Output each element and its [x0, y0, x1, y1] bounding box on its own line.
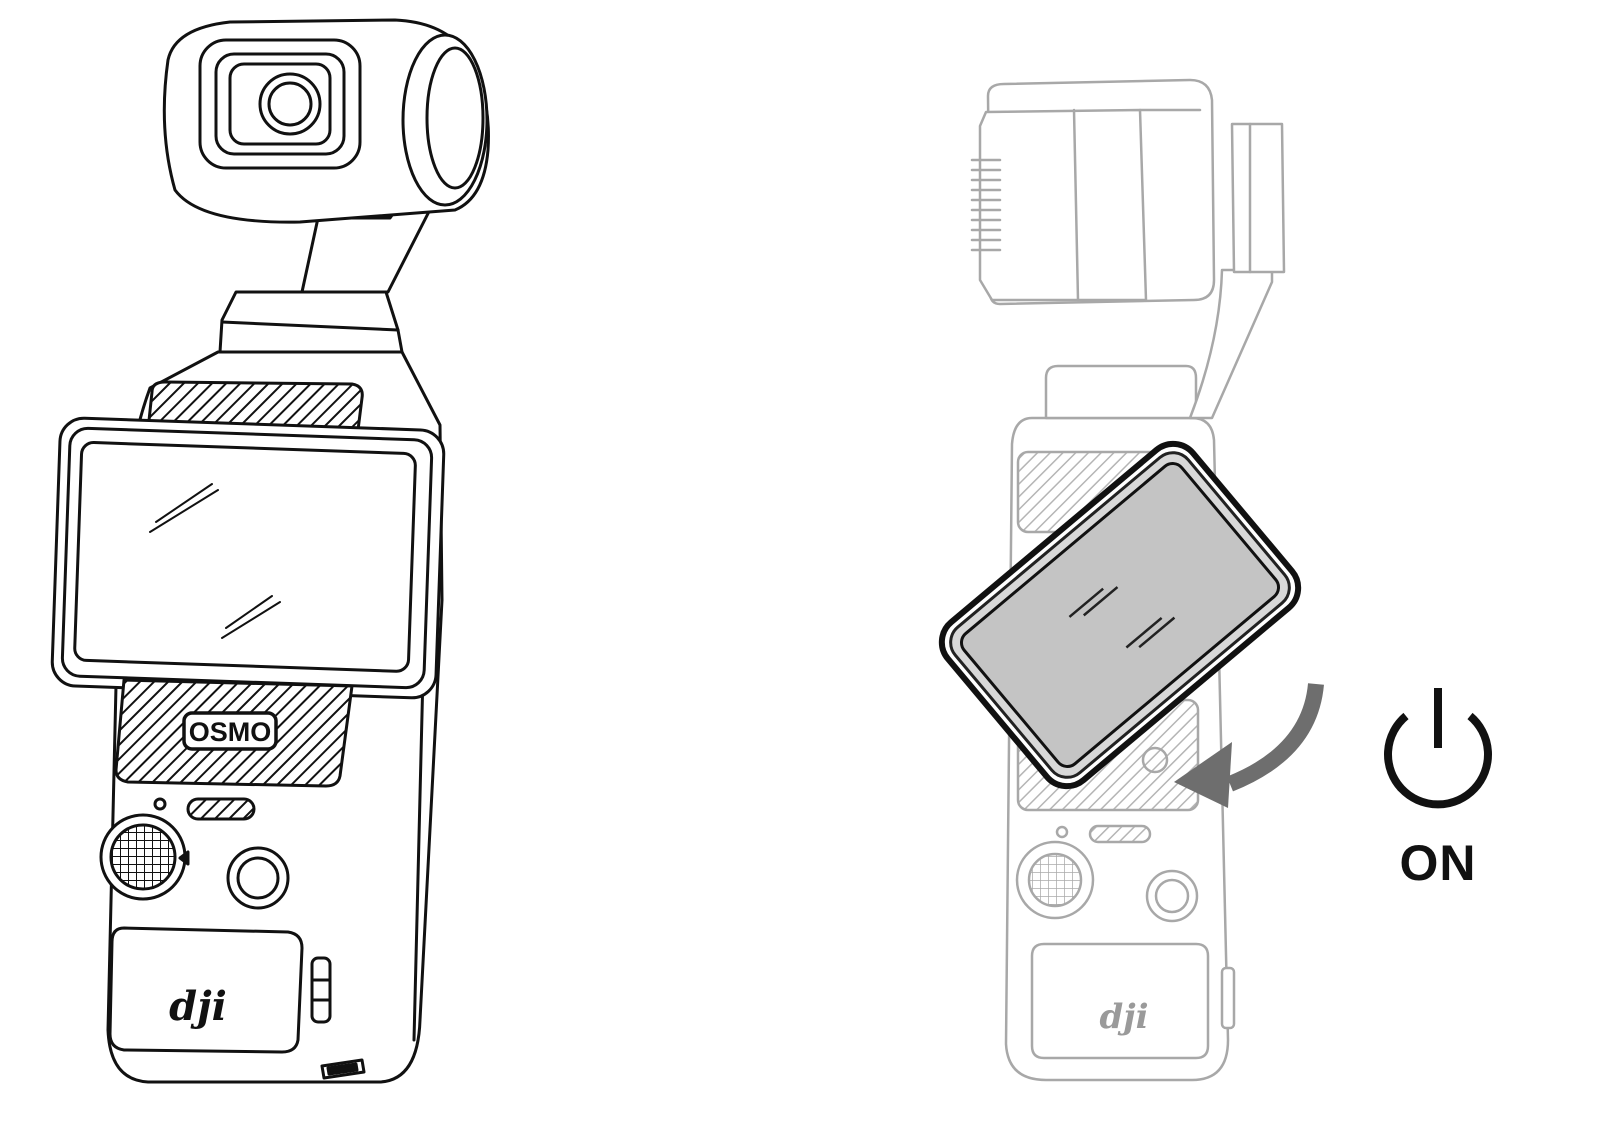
gimbal-head-front [978, 108, 1148, 302]
neck-base [1044, 364, 1198, 420]
status-led-icon [153, 797, 167, 811]
glare-line [225, 595, 273, 629]
dji-logo: dji [1100, 997, 1149, 1037]
lens-frame-outer [198, 38, 362, 170]
gimbal-head-side-inner [425, 46, 485, 190]
mic-slot [1088, 824, 1152, 844]
joystick-icon[interactable] [1027, 852, 1083, 908]
dji-logo: dji [169, 983, 227, 1030]
glare-line [1125, 616, 1163, 649]
glare-line [1068, 587, 1104, 618]
screen-display [73, 441, 417, 673]
left-pocket-camera: OSMO dji [50, 18, 490, 1084]
bottom-panel [1030, 942, 1210, 1060]
glare-line [221, 601, 281, 639]
mic-slot [186, 797, 256, 821]
gimbal-side-plate [1230, 122, 1286, 274]
neck-base-line [220, 320, 400, 332]
left-screen-panel [50, 416, 446, 700]
usb-port-inner [326, 1062, 359, 1076]
power-on-label: ON [1400, 835, 1477, 891]
glare-line [149, 489, 219, 533]
gimbal-arm [1188, 268, 1274, 420]
side-switch[interactable] [1220, 966, 1236, 1030]
bottom-panel [108, 926, 304, 1054]
lens-fins [970, 158, 1002, 252]
rotation-arrow-shaft [1226, 683, 1324, 792]
glare-line [1082, 586, 1119, 617]
rotation-arrow-head-icon [1174, 742, 1232, 808]
glare-line [155, 483, 213, 523]
hidden-badge-icon [1141, 746, 1169, 774]
lens-icon [258, 72, 322, 136]
power-indicator: ON [1384, 688, 1492, 891]
lens-inner-icon [267, 81, 313, 127]
upper-grille [146, 380, 364, 432]
rotating-screen-panel [938, 440, 1302, 790]
side-switch[interactable] [310, 956, 332, 1024]
record-button[interactable] [1145, 869, 1199, 923]
rotation-arrow [1174, 683, 1324, 808]
joystick-icon[interactable] [109, 823, 177, 891]
lens-frame-inner-2 [228, 62, 332, 146]
osmo-badge-text: OSMO [189, 717, 272, 747]
gimbal-head-side [401, 33, 489, 207]
osmo-badge [182, 711, 278, 751]
power-icon [1384, 712, 1492, 809]
gimbal-head-divider [1072, 108, 1080, 302]
record-button-inner [1154, 878, 1190, 914]
screen-display [959, 462, 1281, 768]
lens-frame-inner [214, 52, 346, 156]
record-button-inner [236, 856, 280, 900]
joystick-arrow-icon [178, 850, 190, 866]
glare-line [1138, 616, 1176, 649]
status-led-icon [1055, 825, 1069, 839]
